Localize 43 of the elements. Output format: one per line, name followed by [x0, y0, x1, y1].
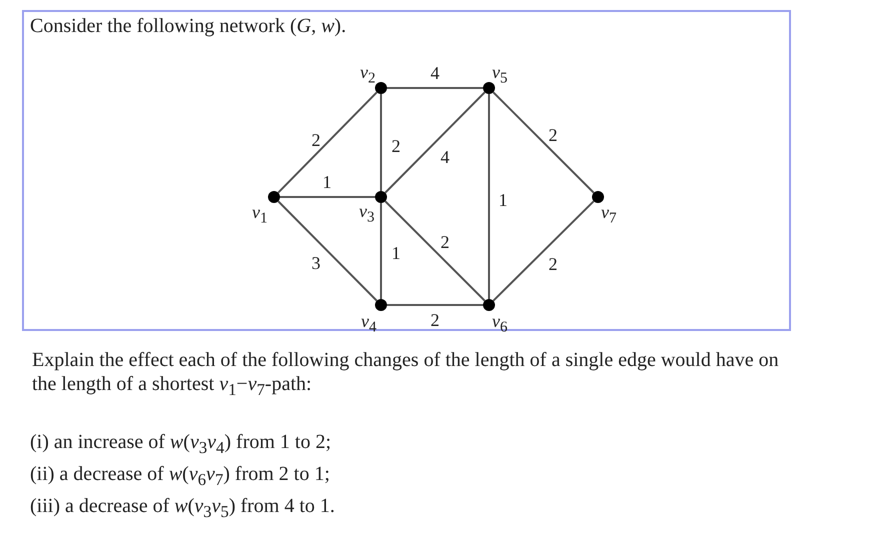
- edge-weight: 4: [430, 63, 440, 83]
- vertex-dot: [483, 299, 495, 311]
- vertex-label: v$_{6}$: [492, 311, 508, 338]
- edge-weight: 4: [440, 147, 450, 167]
- list-item: (iii) a decrease of w(v$_{3}$v$_{5}$) from 4 to 1.: [30, 494, 335, 523]
- vertex-label: v$_{1}$: [252, 202, 268, 229]
- vertex-label: v$_{3}$: [359, 201, 374, 228]
- edge-weight: 2: [548, 254, 558, 274]
- edge-line: [387, 87, 483, 89]
- edge-line: [384, 200, 486, 302]
- edge-line: [380, 94, 382, 191]
- vertex-dot: [375, 299, 387, 311]
- list-item: (i) an increase of w(v$_{3}$v$_{4}$) from 1 to 2;: [30, 430, 332, 459]
- vertex-label: v$_{4}$: [361, 311, 376, 338]
- edge-weight: 2: [440, 232, 450, 252]
- vertex-dot: [375, 191, 387, 203]
- edge-weight: 2: [548, 125, 558, 145]
- list-item: (ii) a decrease of w(v$_{6}$v$_{7}$) from 2 to 1;: [30, 462, 330, 491]
- edge-weight: 2: [430, 310, 440, 330]
- edge-line: [277, 92, 378, 194]
- vertex-label: v$_{2}$: [360, 62, 376, 89]
- edge-weight: 2: [392, 136, 400, 156]
- edge-weight: 1: [322, 172, 332, 192]
- edge-line: [278, 200, 378, 302]
- edge-line: [380, 203, 382, 299]
- edge-weight: 2: [312, 130, 320, 150]
- edge-weight: 1: [498, 190, 508, 210]
- edge-weight: 1: [392, 243, 400, 263]
- edge-line: [492, 92, 594, 194]
- edge-line: [280, 196, 375, 198]
- edge-line: [492, 200, 594, 302]
- question-text: Explain the effect each of the following changes of the length of a single edge would have on the length of a shortest v$_{1}$−v$_{7}$-path:: [32, 348, 780, 401]
- vertex-dot: [592, 191, 604, 203]
- edge-line: [387, 304, 483, 306]
- vertex-dot: [268, 191, 280, 203]
- edge-line: [384, 92, 486, 194]
- vertex-dot: [375, 82, 387, 94]
- title: Consider the following network (G, w).: [30, 14, 346, 38]
- vertex-label: v$_{7}$: [601, 202, 616, 229]
- edge-weight: 3: [312, 253, 320, 273]
- edge-line: [488, 94, 490, 299]
- vertex-dot: [483, 82, 495, 94]
- vertex-label: v$_{5}$: [492, 62, 508, 89]
